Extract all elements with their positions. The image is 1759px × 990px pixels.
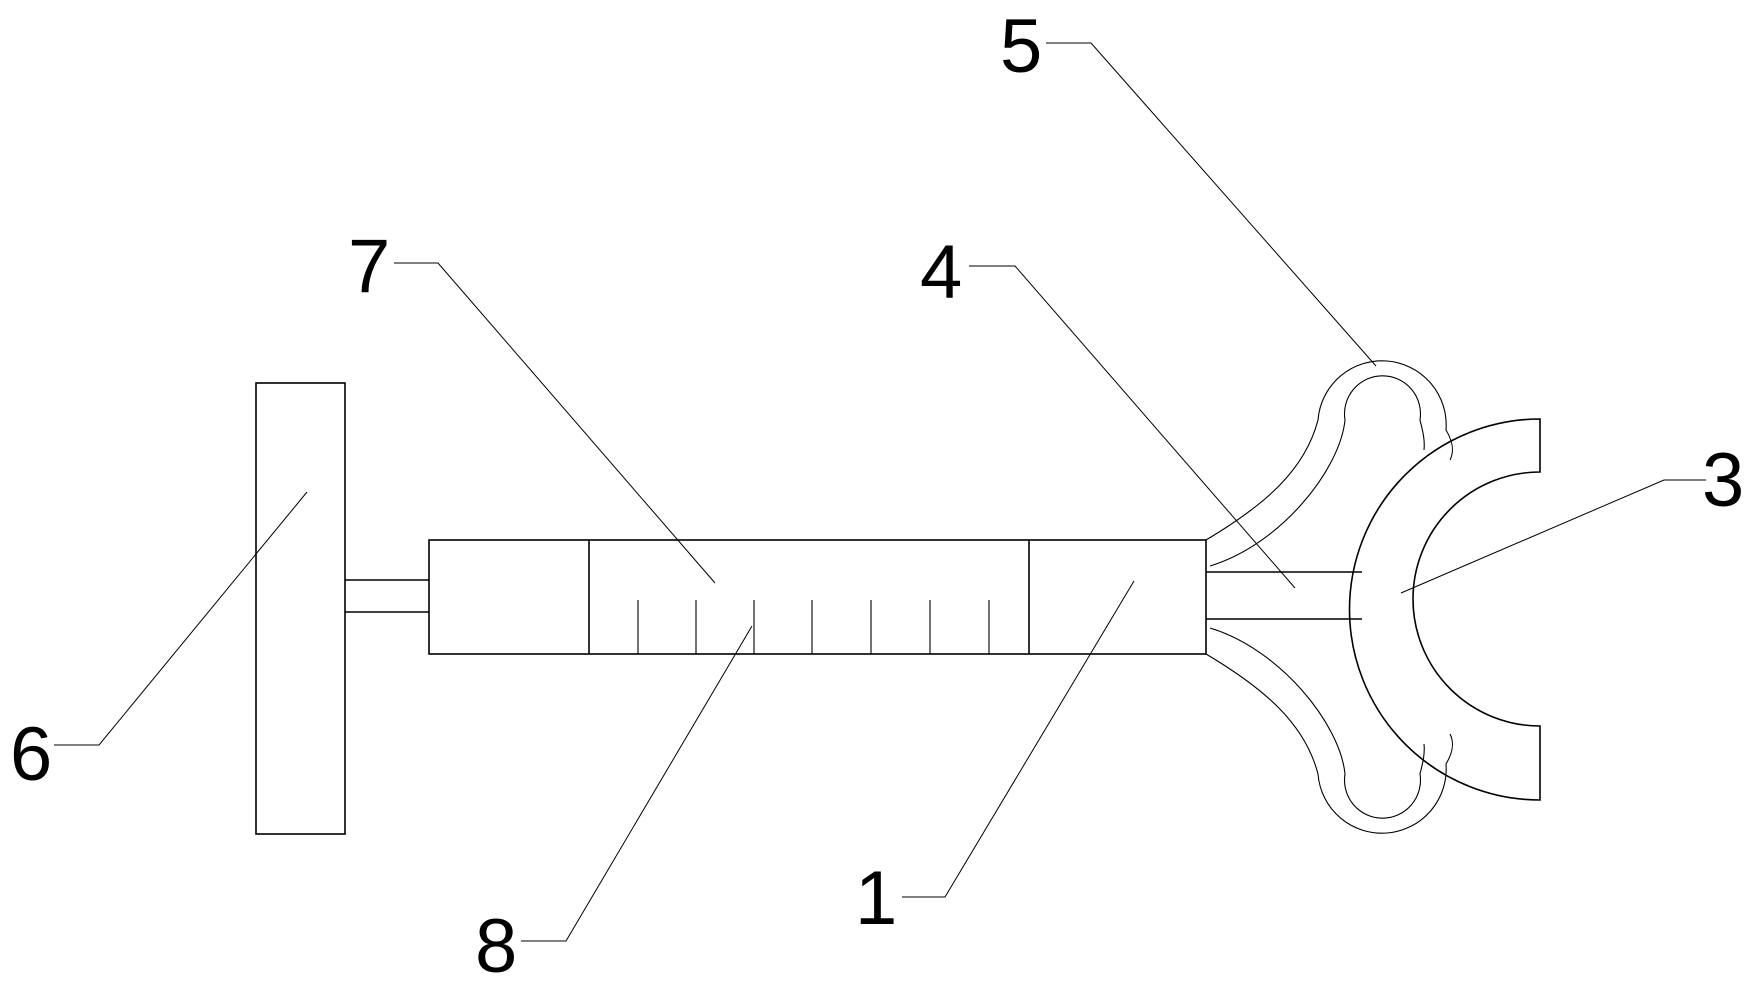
leader-7 xyxy=(394,262,716,584)
callout-5: 5 xyxy=(1000,4,1042,89)
leader-4 xyxy=(969,265,1296,589)
side-tubes xyxy=(1205,360,1454,834)
leader-3 xyxy=(1400,479,1706,594)
leader-8 xyxy=(521,625,753,942)
callout-7: 7 xyxy=(348,224,390,309)
callout-4: 4 xyxy=(920,230,962,315)
leader-1 xyxy=(902,580,1135,898)
leader-lines xyxy=(54,42,1706,942)
callout-6: 6 xyxy=(10,712,52,797)
leader-5 xyxy=(1046,42,1377,367)
callout-3: 3 xyxy=(1702,438,1744,523)
graduation-scale xyxy=(637,600,990,654)
leader-6 xyxy=(54,491,308,746)
callout-1: 1 xyxy=(855,856,897,941)
c-clamp xyxy=(1348,418,1541,801)
barrel xyxy=(428,539,1207,655)
callout-8: 8 xyxy=(475,904,517,989)
handle-plate xyxy=(255,382,346,835)
